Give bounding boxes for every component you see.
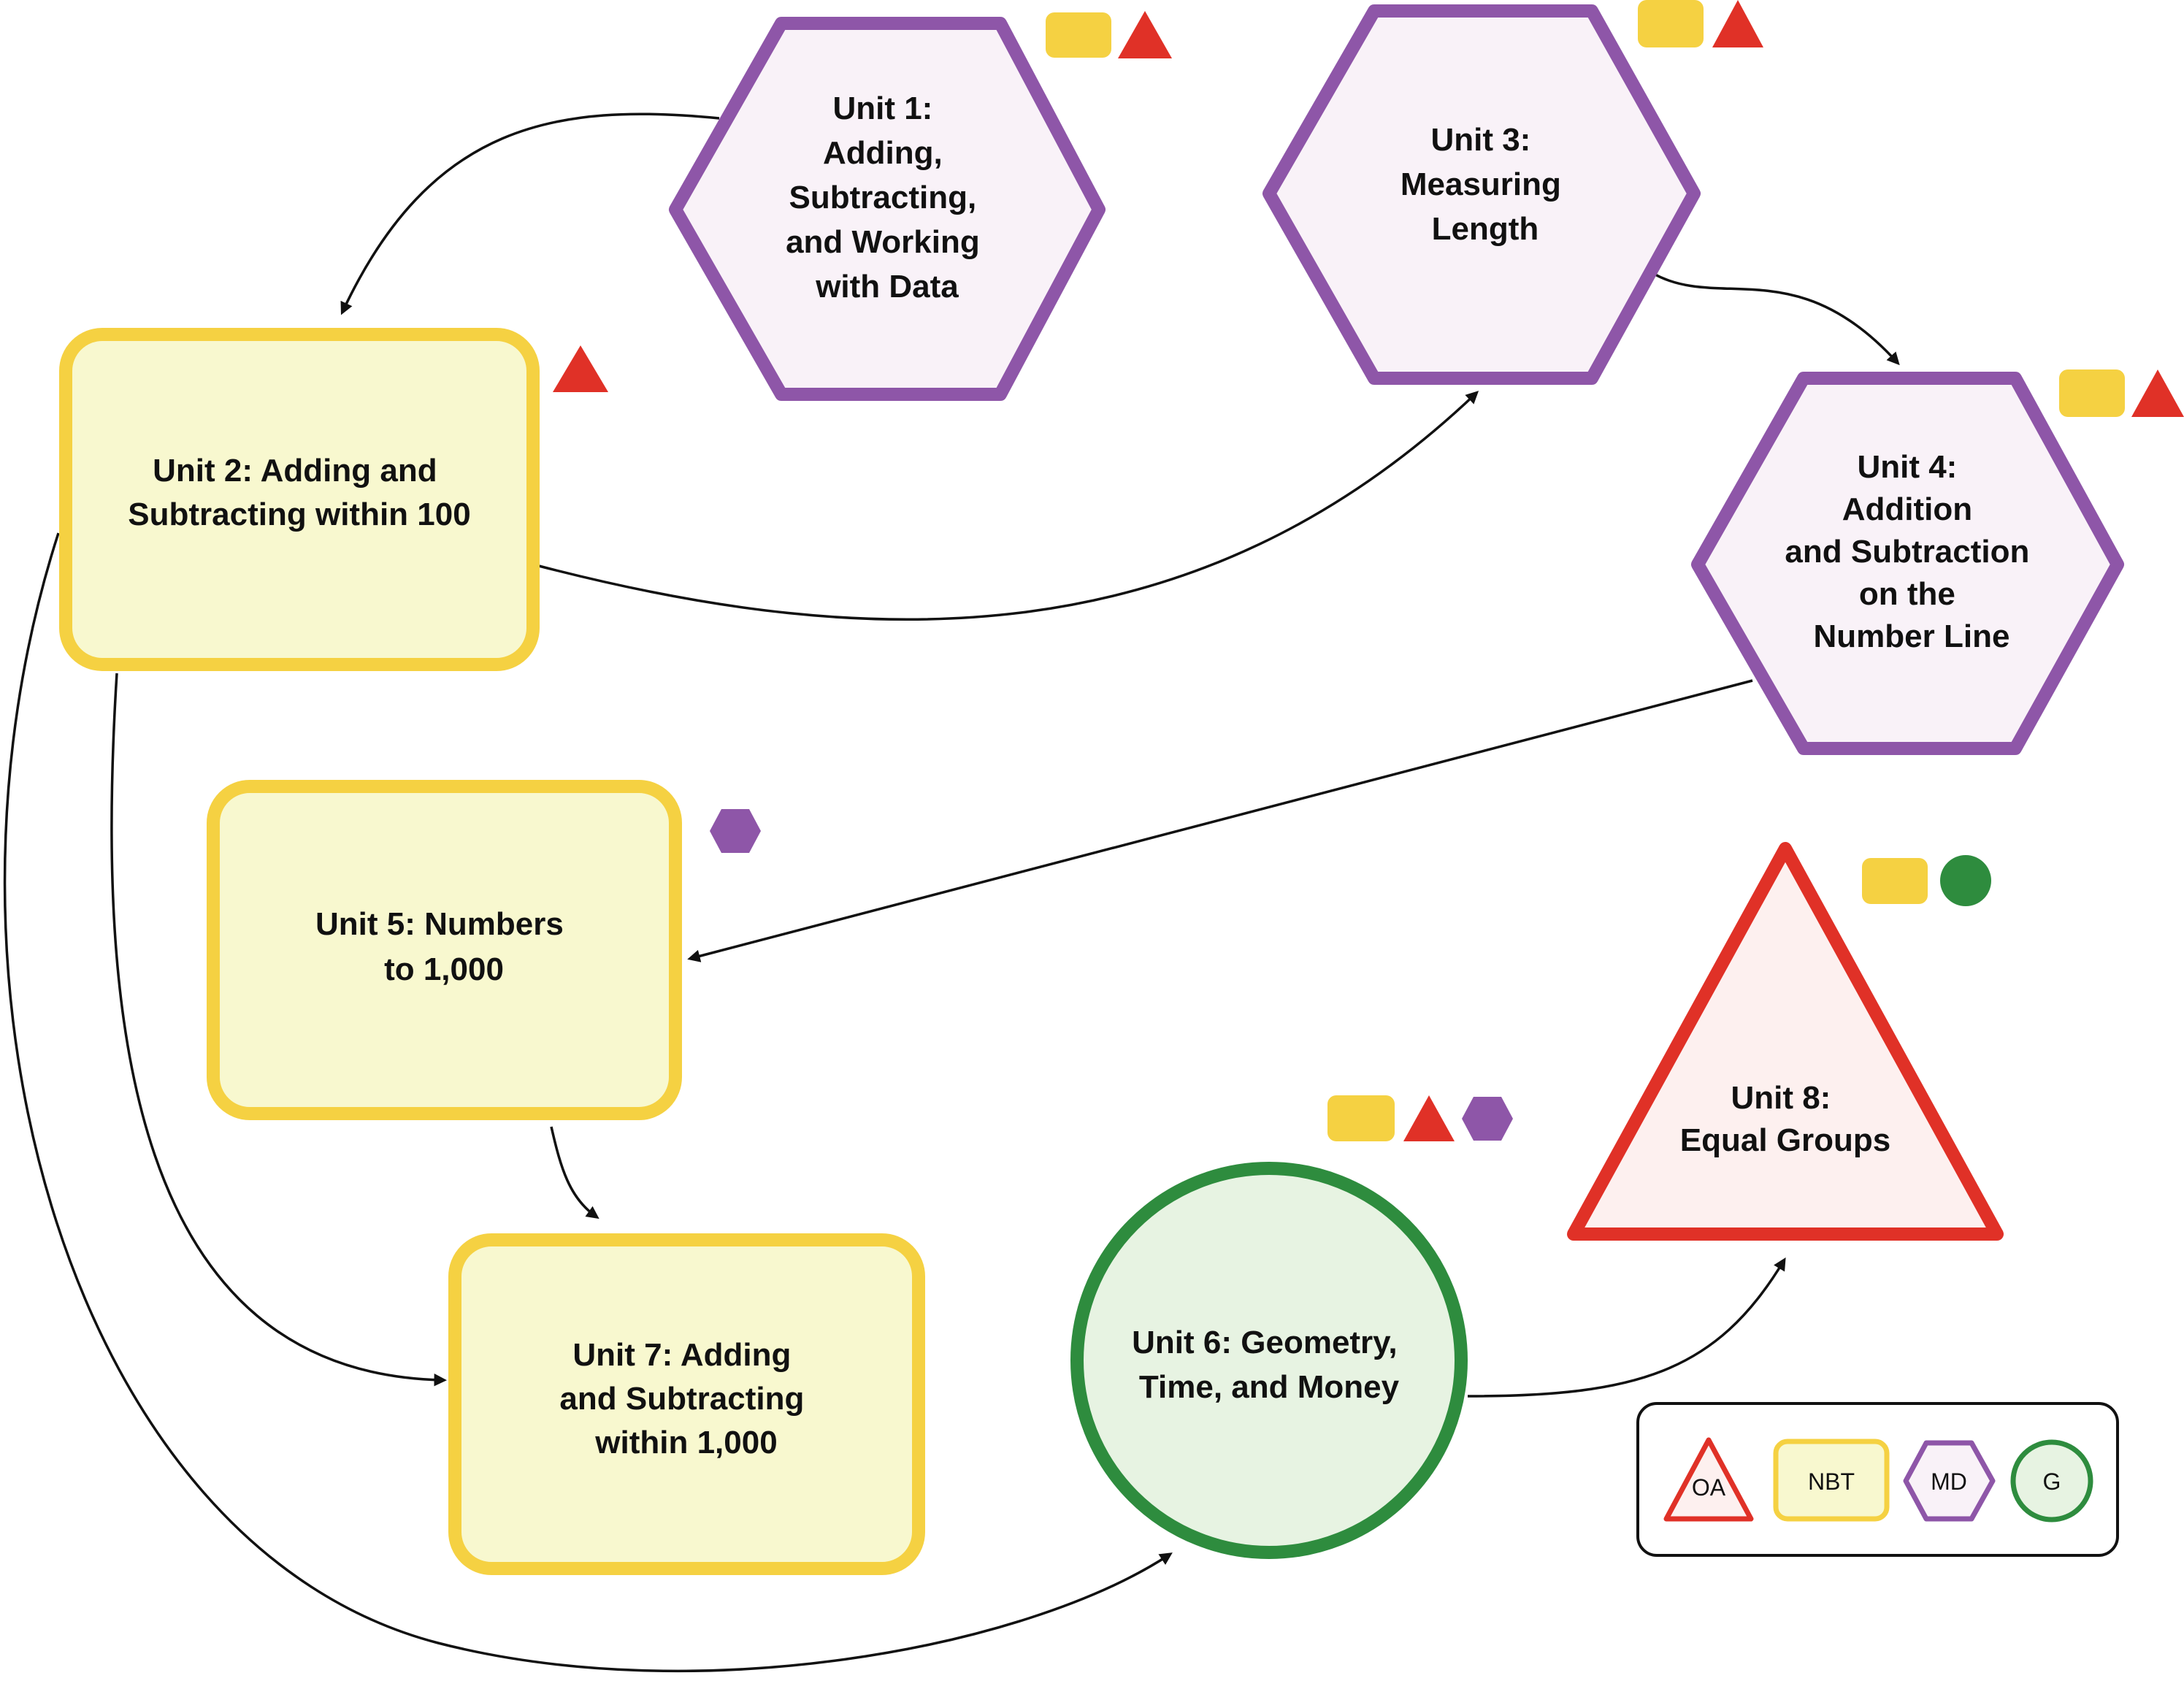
unit-1-node[interactable]: Unit 1: Adding, Subtracting, and Working…: [669, 11, 1172, 401]
rounded-rect-shape: [448, 1233, 925, 1575]
oa-badge-icon: [1712, 0, 1763, 47]
arrow-unit2-to-unit6: [3, 532, 1173, 1673]
unit-1-domain-badges: [1046, 11, 1172, 58]
arrow-unit5-to-unit7: [550, 1126, 599, 1219]
unit-4-node[interactable]: Unit 4: Addition and Subtraction on the …: [1691, 369, 2184, 755]
legend-item-md: MD: [1903, 1440, 1996, 1522]
unit-7-node[interactable]: Unit 7: Adding and Subtracting within 1,…: [448, 1233, 925, 1575]
circle-shape: [1070, 1162, 1468, 1559]
legend-item-g: G: [2010, 1439, 2093, 1523]
legend-item-oa: OA: [1663, 1437, 1754, 1522]
nbt-badge-icon: [2059, 369, 2125, 417]
oa-badge-icon: [553, 345, 608, 392]
triangle-shape: [1567, 842, 2004, 1241]
unit-2-domain-badges: [553, 345, 608, 392]
unit-5-node[interactable]: Unit 5: Numbers to 1,000: [207, 780, 761, 1120]
oa-badge-icon: [2131, 369, 2184, 417]
connector-arrows: [3, 112, 1900, 1673]
rounded-rect-shape: [207, 780, 682, 1120]
legend-oa-label: OA: [1692, 1474, 1726, 1501]
legend-oa-triangle-icon: [1663, 1437, 1754, 1522]
unit-2-label: Unit 2: Adding and Subtracting within 10…: [128, 453, 470, 532]
arrow-unit6-to-unit8: [1467, 1257, 1786, 1398]
unit-7-label: Unit 7: Adding and Subtracting within 1,…: [559, 1337, 813, 1460]
arrow-unit3-to-unit4: [1653, 272, 1900, 366]
nbt-badge-icon: [1638, 0, 1704, 47]
unit-6-node[interactable]: Unit 6: Geometry, Time, and Money: [1070, 1095, 1513, 1559]
rounded-rect-shape: [59, 328, 540, 671]
unit-8-label: Unit 8: Equal Groups: [1680, 1080, 1890, 1158]
unit-1-label: Unit 1: Adding, Subtracting, and Working…: [786, 91, 989, 305]
unit-8-node[interactable]: Unit 8: Equal Groups: [1567, 842, 2004, 1241]
legend-g-circle-icon: [2010, 1439, 2093, 1523]
unit-6-domain-badges: [1327, 1095, 1513, 1141]
nbt-badge-icon: [1046, 12, 1111, 58]
md-badge-icon: [1462, 1097, 1513, 1141]
hexagon-shape: [669, 17, 1106, 401]
legend-md-hexagon-icon: [1903, 1440, 1996, 1522]
unit-2-node[interactable]: Unit 2: Adding and Subtracting within 10…: [59, 328, 608, 671]
nbt-badge-icon: [1862, 858, 1928, 904]
arrow-unit4-to-unit5: [687, 679, 1753, 962]
legend-nbt-square-icon: [1773, 1439, 1890, 1522]
unit-3-domain-badges: [1638, 0, 1763, 47]
nbt-badge-icon: [1327, 1095, 1395, 1141]
unit-5-domain-badges: [710, 809, 761, 853]
legend-item-nbt: NBT: [1773, 1439, 1890, 1522]
unit-3-label: Unit 3: Measuring Length: [1401, 122, 1570, 247]
md-badge-icon: [710, 809, 761, 853]
unit-4-domain-badges: [2059, 369, 2184, 417]
legend-g-label: G: [2043, 1468, 2061, 1495]
unit-5-label: Unit 5: Numbers to 1,000: [315, 906, 572, 987]
unit-4-label: Unit 4: Addition and Subtraction on the …: [1785, 449, 2038, 654]
legend-nbt-label: NBT: [1808, 1468, 1855, 1495]
oa-badge-icon: [1403, 1095, 1455, 1141]
domain-legend: OA NBT MD G: [1636, 1402, 2119, 1557]
unit-8-domain-badges: [1862, 855, 1991, 906]
g-badge-icon: [1940, 855, 1991, 906]
unit-6-label: Unit 6: Geometry, Time, and Money: [1132, 1325, 1406, 1405]
unit-3-node[interactable]: Unit 3: Measuring Length: [1262, 0, 1763, 385]
oa-badge-icon: [1118, 11, 1172, 58]
arrow-unit1-to-unit2: [340, 112, 720, 315]
legend-md-label: MD: [1931, 1468, 1967, 1495]
arrow-unit2-to-unit3: [538, 391, 1479, 621]
hexagon-shape: [1691, 372, 2124, 755]
hexagon-shape: [1262, 4, 1701, 385]
arrow-unit2-to-unit7: [110, 673, 447, 1387]
